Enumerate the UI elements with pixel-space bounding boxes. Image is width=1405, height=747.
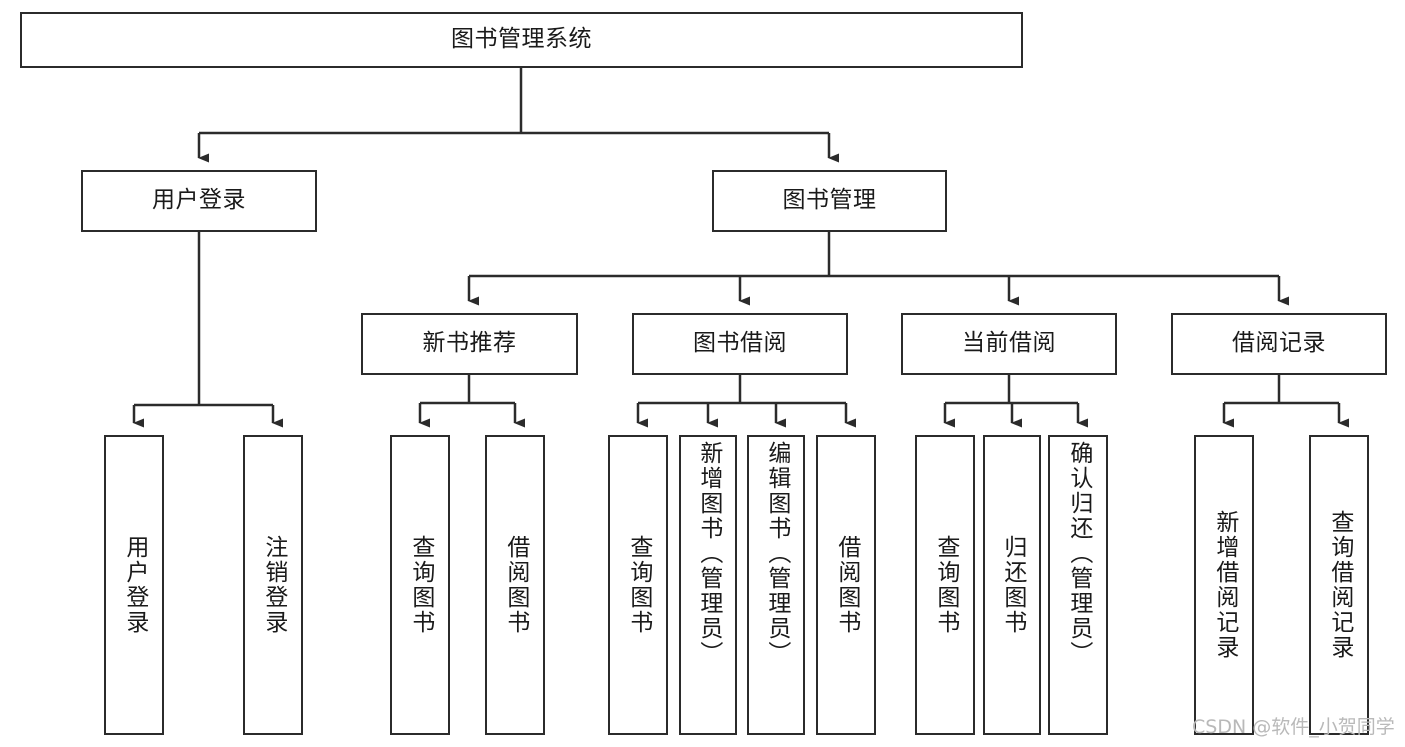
node-label: 图书管理系统 [451,26,592,53]
node-leaf-borrow-book-recommend[interactable]: 借阅图书 [485,435,545,735]
node-leaf-edit-book-admin[interactable]: 编辑图书（管理员） [747,435,805,735]
node-label: 图书管理 [782,187,877,214]
node-label: 新增图书（管理员） [695,441,722,666]
node-leaf-logout[interactable]: 注销登录 [243,435,303,735]
node-label: 借阅记录 [1232,330,1326,357]
node-leaf-query-book-current[interactable]: 查询图书 [915,435,975,735]
node-label: 新增借阅记录 [1211,510,1238,660]
node-label: 借阅图书 [833,535,860,635]
node-book-manage[interactable]: 图书管理 [712,170,947,232]
node-label: 查询图书 [407,535,434,635]
node-label: 新书推荐 [422,330,517,357]
node-leaf-query-book-borrow[interactable]: 查询图书 [608,435,668,735]
node-leaf-query-book-recommend[interactable]: 查询图书 [390,435,450,735]
node-label: 查询借阅记录 [1326,510,1353,660]
node-leaf-user-login[interactable]: 用户登录 [104,435,164,735]
node-leaf-add-borrow-record[interactable]: 新增借阅记录 [1194,435,1254,735]
node-book-borrow[interactable]: 图书借阅 [632,313,848,375]
node-label: 编辑图书（管理员） [763,441,790,666]
node-label: 用户登录 [152,187,246,214]
node-label: 当前借阅 [962,330,1056,357]
node-borrow-record[interactable]: 借阅记录 [1171,313,1387,375]
node-new-book-recommend[interactable]: 新书推荐 [361,313,578,375]
node-leaf-return-book[interactable]: 归还图书 [983,435,1041,735]
node-leaf-borrow-book-borrow[interactable]: 借阅图书 [816,435,876,735]
node-label: 确认归还（管理员） [1065,441,1092,666]
node-label: 图书借阅 [693,330,787,357]
node-label: 查询图书 [625,535,652,635]
node-label: 注销登录 [260,535,287,635]
node-label: 归还图书 [999,535,1026,635]
node-user-login[interactable]: 用户登录 [81,170,317,232]
node-label: 查询图书 [932,535,959,635]
node-root-system[interactable]: 图书管理系统 [20,12,1023,68]
node-leaf-add-book-admin[interactable]: 新增图书（管理员） [679,435,737,735]
node-label: 用户登录 [121,535,148,635]
node-leaf-confirm-return-admin[interactable]: 确认归还（管理员） [1048,435,1108,735]
csdn-watermark: CSDN @软件_小贺同学 [1192,716,1395,738]
node-leaf-query-borrow-record[interactable]: 查询借阅记录 [1309,435,1369,735]
node-current-borrow[interactable]: 当前借阅 [901,313,1117,375]
node-label: 借阅图书 [502,535,529,635]
